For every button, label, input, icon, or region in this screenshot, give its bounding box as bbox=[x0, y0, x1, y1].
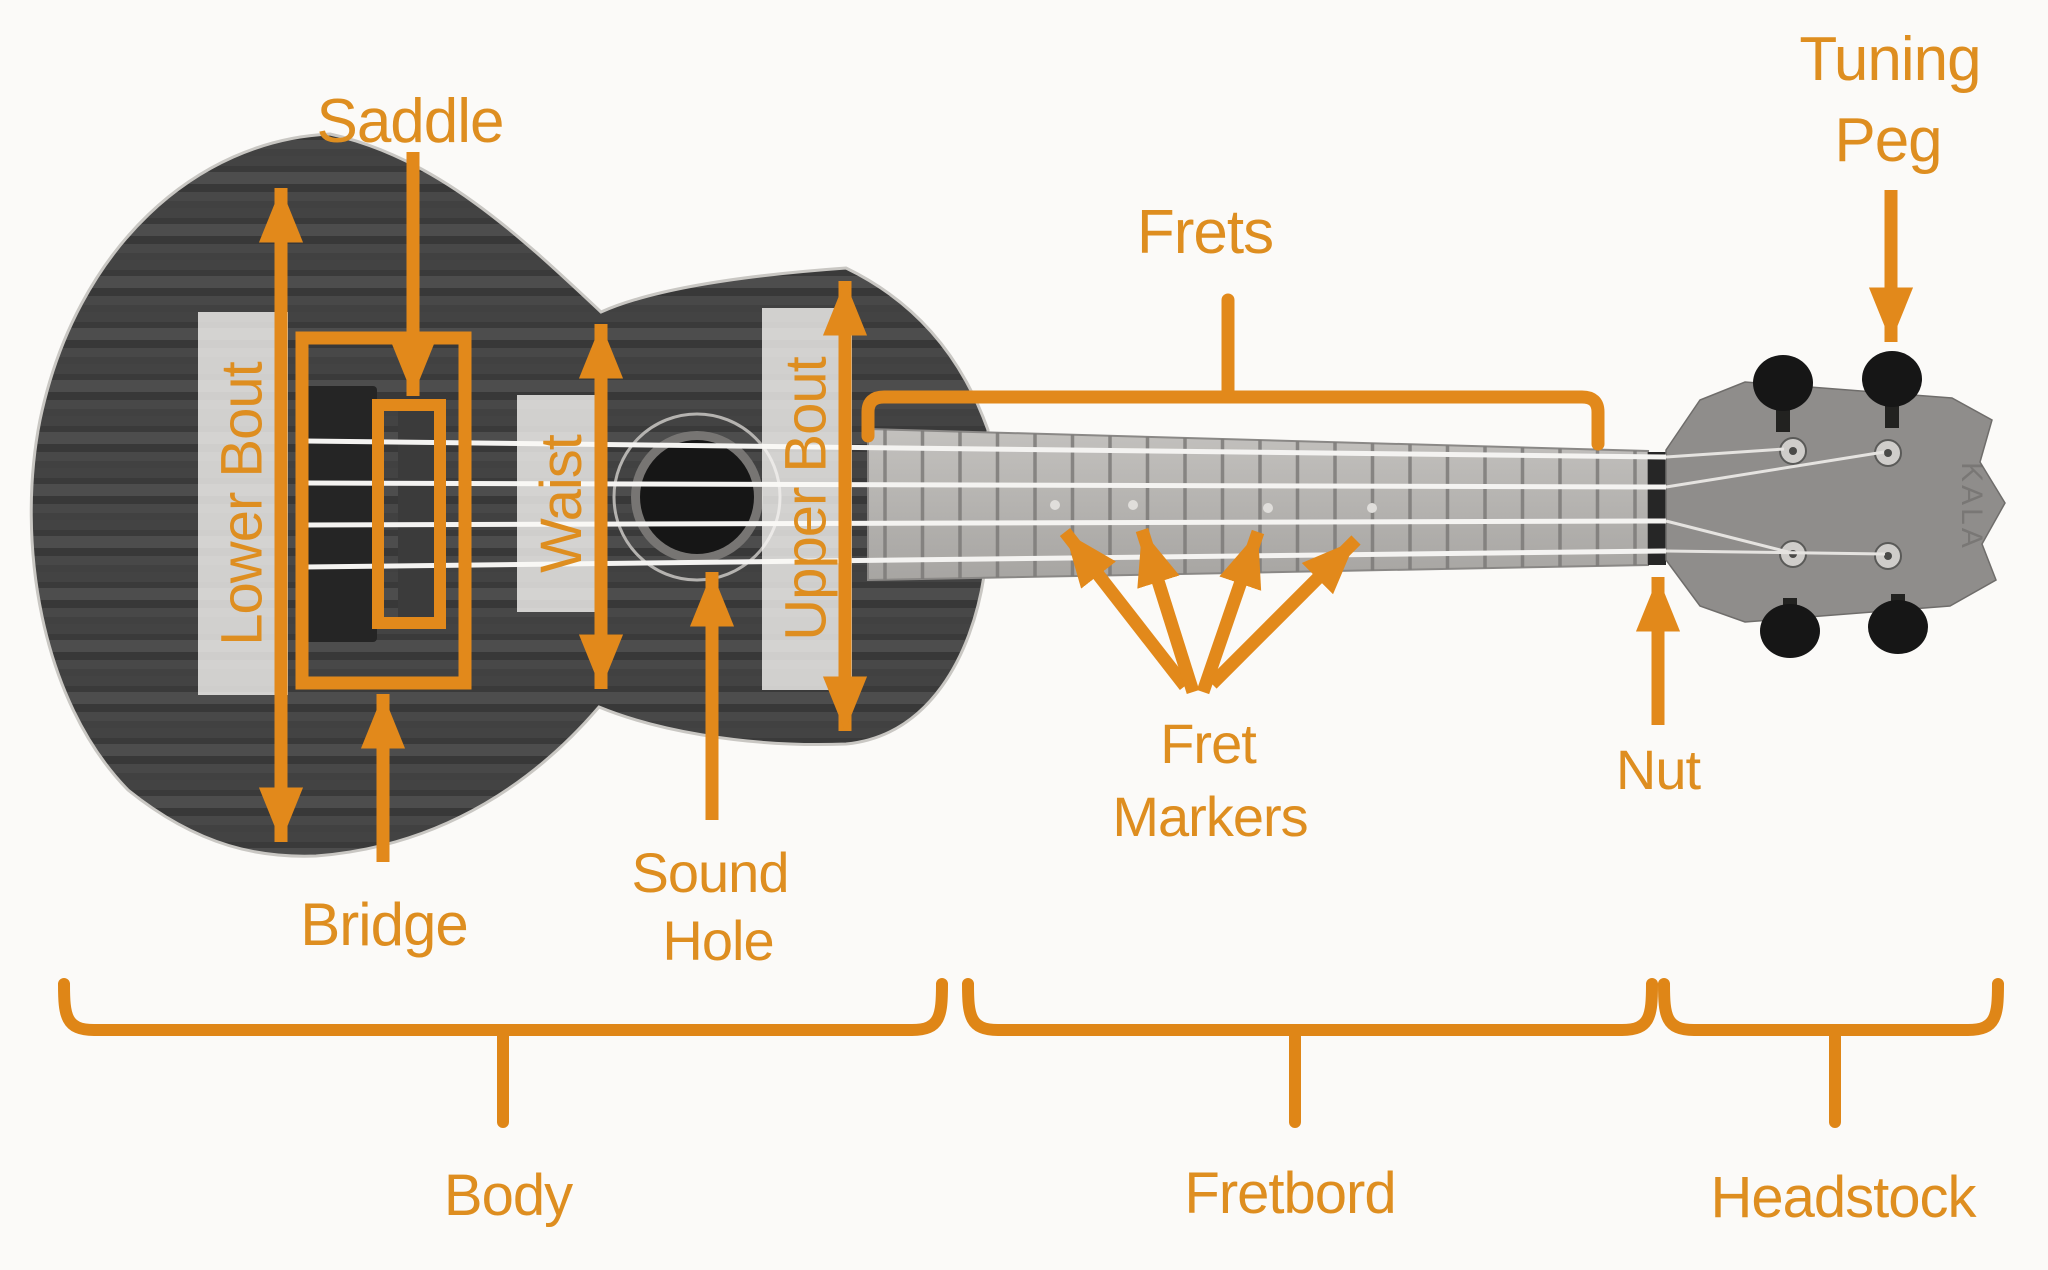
upper-bout-label: Upper Bout bbox=[774, 357, 839, 641]
fret-marker-dots bbox=[1050, 500, 1377, 513]
bridge-block bbox=[305, 386, 377, 642]
nut-label: Nut bbox=[1615, 738, 1701, 801]
tuning-peg-top-right bbox=[1862, 351, 1922, 407]
brand-text: KALA bbox=[1955, 462, 1988, 551]
lower-bout-strip: Lower Bout bbox=[198, 312, 288, 695]
bridge-label: Bridge bbox=[300, 891, 468, 958]
fret-markers-label-line1: Fret bbox=[1160, 712, 1257, 775]
tuner-posts bbox=[1779, 437, 1902, 570]
frets-label: Frets bbox=[1136, 198, 1274, 267]
waist-strip: Waist bbox=[517, 395, 607, 612]
fret-marker-arrow-2 bbox=[1135, 528, 1200, 694]
headstock-brace bbox=[1658, 978, 2004, 1128]
saddle-strip bbox=[398, 406, 434, 622]
sound-hole-label-line2: Hole bbox=[662, 909, 774, 972]
headstock-label: Headstock bbox=[1710, 1165, 1976, 1230]
waist-label: Waist bbox=[529, 434, 595, 573]
saddle-outline bbox=[372, 399, 446, 629]
sound-hole-label-line1: Sound bbox=[631, 841, 790, 904]
bridge-outline bbox=[295, 331, 472, 690]
tuning-peg-bottom-left bbox=[1760, 604, 1820, 658]
fret-markers-label-line2: Markers bbox=[1112, 785, 1308, 848]
body-label: Body bbox=[443, 1163, 573, 1228]
headstock-strings bbox=[1665, 447, 1886, 556]
fret-marker-arrow-4 bbox=[1207, 535, 1361, 689]
tuning-peg-label-line1: Tuning bbox=[1799, 25, 1981, 94]
frets bbox=[883, 429, 1637, 580]
fretboard-label: Fretbord bbox=[1184, 1161, 1396, 1226]
strings bbox=[304, 438, 1667, 570]
fretboard bbox=[867, 427, 1649, 582]
fret-marker-arrow-1 bbox=[1059, 528, 1191, 690]
tuning-peg-top-left bbox=[1753, 355, 1813, 411]
sound-hole bbox=[612, 412, 782, 582]
upper-bout-strip: Upper Bout bbox=[762, 308, 852, 690]
fret-marker-arrow-3 bbox=[1196, 529, 1265, 695]
body-brace bbox=[58, 978, 948, 1128]
tuning-peg-bottom-right bbox=[1868, 600, 1928, 654]
tuning-peg-label-line2: Peg bbox=[1834, 106, 1942, 175]
frets-bracket bbox=[861, 293, 1605, 451]
tuning-pegs bbox=[1753, 351, 1928, 658]
headstock-shape bbox=[1665, 381, 2006, 623]
fretboard-brace bbox=[962, 978, 1658, 1128]
nut-strip bbox=[1648, 452, 1666, 565]
lower-bout-label: Lower Bout bbox=[210, 361, 275, 646]
saddle-label: Saddle bbox=[316, 87, 504, 156]
